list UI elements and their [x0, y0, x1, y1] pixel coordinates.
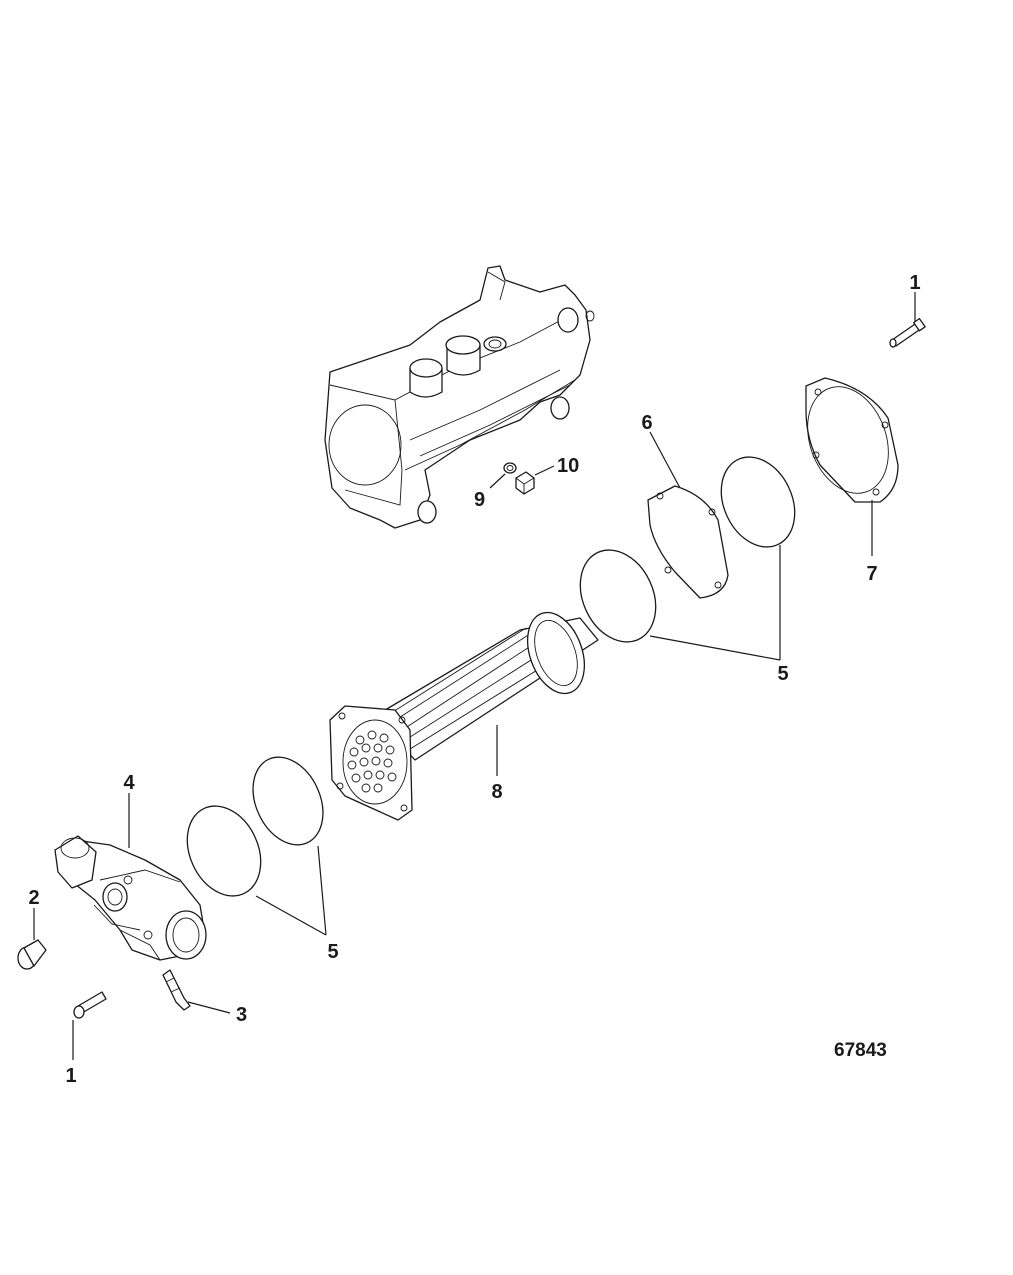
- callout-10: 10: [557, 455, 579, 477]
- end-cover: [805, 377, 899, 503]
- leader-3: [187, 1001, 231, 1014]
- pipe-plug: [17, 939, 47, 970]
- callout-6: 6: [641, 412, 652, 434]
- callout-9: 9: [474, 489, 485, 511]
- bolt-bottom: [73, 991, 107, 1019]
- o-ring-left-outer: [252, 756, 324, 846]
- leader-6: [649, 431, 681, 489]
- leader-9: [489, 473, 506, 489]
- callout-7: 7: [866, 563, 877, 585]
- o-ring-right-inner: [579, 549, 657, 643]
- callout-5-left: 5: [327, 941, 338, 963]
- tube-holes: [347, 730, 397, 793]
- tube-bundle: [329, 611, 599, 821]
- callout-1-top: 1: [909, 272, 920, 294]
- leader-5-left-b: [317, 845, 327, 936]
- hose-fitting: [162, 969, 191, 1011]
- drain-plug: [515, 471, 535, 495]
- sealing-washer: [503, 462, 517, 474]
- leader-10: [534, 465, 555, 476]
- callout-1-bottom: 1: [65, 1065, 76, 1087]
- o-ring-right-outer: [720, 456, 796, 548]
- callout-8: 8: [491, 781, 502, 803]
- figure-number: 67843: [834, 1040, 887, 1061]
- heat-exchanger-housing: [324, 265, 595, 529]
- callout-2: 2: [28, 887, 39, 909]
- end-cap-gasket: [647, 485, 729, 599]
- callout-3: 3: [236, 1004, 247, 1026]
- callout-5-right: 5: [777, 663, 788, 685]
- leader-5-left-a: [255, 895, 327, 936]
- leader-5-right-a: [649, 635, 781, 661]
- callout-4: 4: [123, 772, 135, 794]
- o-ring-left-inner: [186, 805, 262, 897]
- bolt-top: [889, 317, 926, 348]
- end-housing: [54, 835, 207, 961]
